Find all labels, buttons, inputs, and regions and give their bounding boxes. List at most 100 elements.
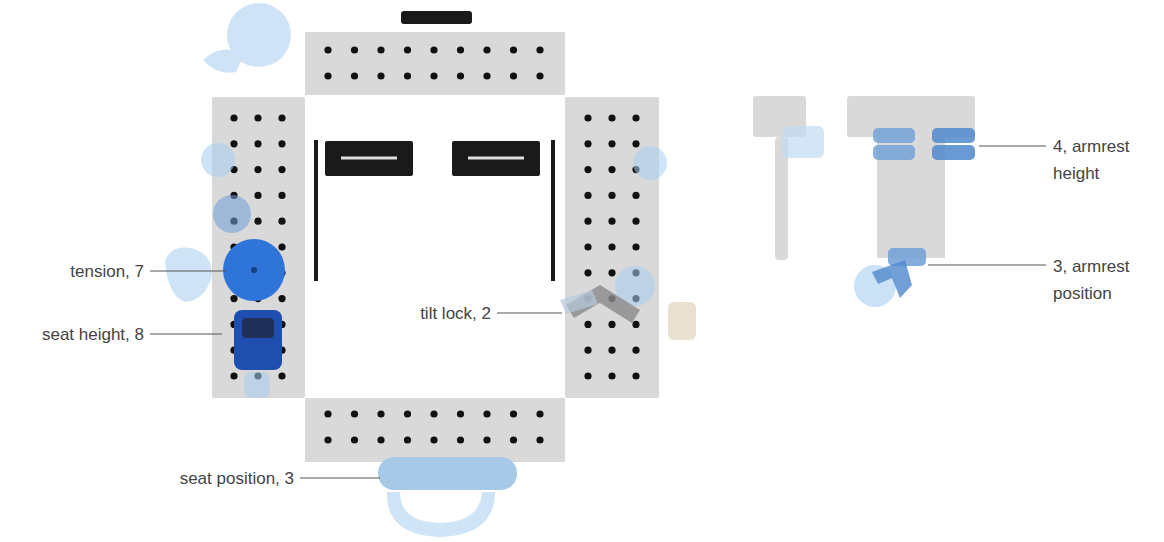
peg-hole	[584, 140, 591, 147]
slot	[341, 157, 397, 160]
peg-hole	[483, 410, 490, 417]
peg-hole	[278, 140, 285, 147]
callout-label: 4, armrest height	[1053, 133, 1153, 187]
seat-height-lever	[234, 310, 282, 370]
armrest-position-lever	[872, 260, 912, 298]
callout-label: seat height, 8	[42, 321, 144, 348]
bottom-panel	[305, 398, 565, 462]
peg-hole	[230, 372, 237, 379]
peg-hole	[608, 347, 615, 354]
peg-hole	[457, 410, 464, 417]
bracket	[325, 141, 413, 176]
armrest-height-button	[932, 128, 975, 143]
peg-hole	[324, 46, 331, 53]
peg-hole	[608, 140, 615, 147]
peg-hole	[483, 72, 490, 79]
ghost-block	[244, 372, 270, 398]
ghost-knob	[165, 248, 212, 302]
leader-line	[300, 478, 380, 479]
peg-hole	[510, 410, 517, 417]
peg-hole	[536, 410, 543, 417]
callout-label: 3, armrest position	[1053, 253, 1153, 307]
leader-line	[928, 265, 1046, 266]
peg-hole	[632, 321, 639, 328]
peg-hole	[377, 436, 384, 443]
peg-hole	[632, 243, 639, 250]
top-panel	[305, 32, 565, 95]
peg-hole	[510, 436, 517, 443]
peg-hole	[584, 347, 591, 354]
peg-hole	[278, 166, 285, 173]
peg-hole	[230, 140, 237, 147]
lever-grip	[242, 318, 274, 338]
peg-hole	[324, 72, 331, 79]
peg-hole	[632, 347, 639, 354]
peg-hole	[608, 192, 615, 199]
callout-label: seat position, 3	[180, 465, 294, 492]
peg-hole	[510, 72, 517, 79]
peg-hole	[404, 410, 411, 417]
rail	[314, 140, 318, 281]
peg-hole	[608, 243, 615, 250]
peg-hole	[254, 114, 261, 121]
tilt-lock-lever	[592, 285, 640, 323]
peg-hole	[584, 192, 591, 199]
top-bar	[401, 11, 472, 24]
rail	[551, 140, 555, 281]
peg-hole	[536, 72, 543, 79]
peg-hole	[254, 218, 261, 225]
peg-hole	[254, 166, 261, 173]
peg-hole	[278, 192, 285, 199]
peg-hole	[584, 243, 591, 250]
callout-label: tilt lock, 2	[420, 300, 491, 327]
seat-position-handle	[378, 457, 517, 490]
peg-hole	[457, 436, 464, 443]
leader-line	[979, 146, 1046, 147]
peg-hole	[278, 218, 285, 225]
peg-hole	[483, 436, 490, 443]
peg-hole	[457, 46, 464, 53]
ghost-lever	[203, 50, 244, 73]
peg-hole	[278, 114, 285, 121]
peg-hole	[351, 46, 358, 53]
tension-knob	[223, 239, 285, 301]
peg-hole	[584, 166, 591, 173]
peg-hole	[632, 218, 639, 225]
peg-hole	[430, 72, 437, 79]
left-panel	[212, 97, 305, 398]
peg-hole	[377, 410, 384, 417]
peg-hole	[632, 372, 639, 379]
armrest-height-button	[932, 145, 975, 160]
bracket	[452, 141, 540, 176]
peg-hole	[278, 372, 285, 379]
callout-label: tension, 7	[70, 258, 144, 285]
armrest-height-button	[873, 145, 915, 160]
right-panel	[565, 97, 659, 398]
ghost-knob	[213, 195, 251, 233]
peg-hole	[608, 218, 615, 225]
peg-hole	[536, 436, 543, 443]
peg-hole	[584, 114, 591, 121]
peg-hole	[584, 269, 591, 276]
peg-hole	[278, 243, 285, 250]
knob-center	[251, 267, 257, 273]
ghost-knob	[201, 143, 235, 177]
peg-hole	[632, 140, 639, 147]
peg-hole	[377, 46, 384, 53]
ghost-handle	[387, 492, 495, 537]
armrest-height-button	[873, 128, 915, 143]
peg-hole	[230, 114, 237, 121]
slot	[468, 157, 524, 160]
peg-hole	[377, 72, 384, 79]
peg-hole	[324, 410, 331, 417]
ghost-knob	[633, 146, 667, 180]
peg-hole	[483, 46, 490, 53]
peg-hole	[608, 166, 615, 173]
peg-hole	[430, 410, 437, 417]
peg-hole	[584, 321, 591, 328]
peg-hole	[608, 114, 615, 121]
peg-hole	[230, 295, 237, 302]
armrest-position-lever	[888, 248, 926, 266]
